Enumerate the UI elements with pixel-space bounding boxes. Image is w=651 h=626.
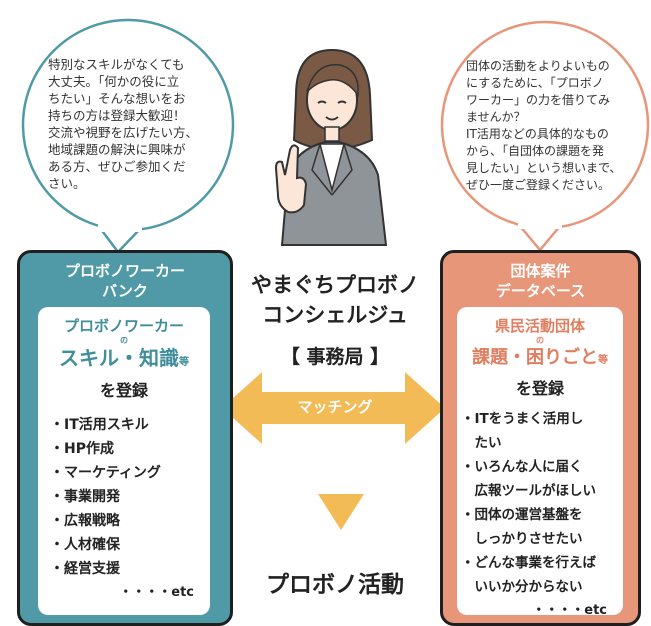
list-item: ・HP作成	[50, 441, 114, 457]
staff-illustration	[274, 48, 388, 246]
right-bubble-line: から、「自団体の課題を発	[466, 144, 605, 158]
right-bubble-line: にするために、「プロボノ	[466, 76, 604, 90]
list-item: いいか分からない	[461, 579, 583, 595]
right-panel-card: 県民活動団体 の 課題・困りごと等 を登録 ・ITをうまく活用し たい ・いろん…	[457, 307, 623, 618]
left-bubble-text: 特別なスキルがなくても 大丈夫。「何かの役に立 ちたい」そんな想いをお 持ちの方…	[48, 56, 198, 192]
list-item: ・広報戦略	[50, 513, 120, 529]
left-panel-title-line: プロボノワーカー	[64, 262, 185, 280]
left-panel-title: プロボノワーカー バンク	[20, 261, 230, 301]
left-bubble-line: さい。	[48, 176, 86, 191]
left-bubble-line: 特別なスキルがなくても	[48, 57, 185, 72]
left-bubble-line: 大丈夫。「何かの役に立	[48, 74, 180, 89]
left-big-heading: スキル・知識等	[38, 346, 210, 375]
concierge-title-line: コンシェルジュ	[262, 303, 408, 327]
right-speech-bubble	[440, 20, 650, 252]
right-panel-title: 団体案件 データベース	[443, 261, 638, 301]
left-big-text: スキル・知識	[59, 346, 179, 370]
left-bubble-line: ある方、ぜひご参加くだ	[48, 159, 186, 174]
probono-activity-label: プロボノ活動	[266, 572, 404, 598]
list-item: ・どんな事業を行えば	[461, 555, 596, 571]
right-bubble-line: 見したい」という想いまで、	[466, 161, 622, 175]
office-label: 【 事務局 】	[280, 346, 390, 368]
list-item: たい	[461, 435, 502, 451]
left-etc: ・・・・etc	[119, 585, 194, 600]
group-case-database-panel: 団体案件 データベース 県民活動団体 の 課題・困りごと等 を登録 ・ITをうま…	[440, 250, 641, 626]
left-panel-card: プロボノワーカー の スキル・知識等 を登録 ・IT活用スキル ・HP作成 ・マ…	[38, 307, 210, 615]
right-register-label: を登録	[515, 379, 564, 398]
left-connector: の	[120, 336, 128, 345]
list-item: ・経営支援	[50, 561, 120, 577]
left-register-label: を登録	[99, 381, 148, 400]
list-item: ・いろんな人に届く	[461, 459, 583, 475]
right-bubble-line: IT活用などの具体的なもの	[466, 127, 609, 141]
right-bubble-text: 団体の活動をよりよいもの にするために、「プロボノ ワーカー」の力を借りてみ ま…	[466, 58, 622, 194]
right-bubble-line: 団体の活動をよりよいもの	[466, 59, 610, 73]
list-item: しっかりさせたい	[461, 531, 583, 547]
list-item: ・人材確保	[50, 537, 120, 553]
concierge-title: やまぐちプロボノ コンシェルジュ	[235, 270, 435, 330]
right-big-heading: 課題・困りごと等	[457, 346, 623, 373]
right-big-text: 課題・困りごと	[472, 347, 598, 368]
list-item: ・団体の運営基盤を	[461, 507, 583, 523]
probono-worker-bank-panel: プロボノワーカー バンク プロボノワーカー の スキル・知識等 を登録 ・IT活…	[17, 250, 233, 626]
list-item: 広報ツールがほしい	[461, 483, 596, 499]
right-etc: ・・・・etc	[532, 603, 607, 618]
left-bubble-line: 交流や視野を広げたい方、	[48, 125, 199, 140]
left-bubble-line: 地域課題の解決に興味が	[48, 142, 186, 157]
left-bubble-line: ちたい」そんな想いをお	[48, 91, 186, 106]
list-item: ・ITをうまく活用し	[461, 411, 584, 427]
right-panel-title-line: 団体案件	[510, 262, 571, 280]
right-big-suffix: 等	[598, 355, 608, 366]
down-triangle	[318, 494, 364, 530]
list-item: ・事業開発	[50, 489, 120, 505]
right-panel-title-line: データベース	[495, 282, 586, 300]
left-speech-bubble	[21, 18, 235, 254]
left-panel-title-line: バンク	[102, 282, 148, 300]
left-big-suffix: 等	[179, 357, 189, 368]
right-bubble-line: ませんか？	[466, 110, 526, 124]
right-connector: の	[536, 336, 544, 345]
concierge-title-line: やまぐちプロボノ	[251, 273, 419, 297]
right-issue-list: ・ITをうまく活用し たい ・いろんな人に届く 広報ツールがほしい ・団体の運営…	[457, 407, 623, 599]
left-kicker: プロボノワーカー	[63, 317, 184, 335]
right-bubble-line: ワーカー」の力を借りてみ	[466, 93, 611, 107]
list-item: ・IT活用スキル	[50, 417, 149, 433]
left-bubble-line: 持ちの方は登録大歓迎！	[48, 108, 186, 123]
right-kicker: 県民活動団体	[494, 317, 585, 335]
matching-label: マッチング	[297, 398, 373, 416]
right-bubble-line: ぜひ一度ご登録ください。	[466, 178, 611, 192]
list-item: ・マーケティング	[50, 465, 161, 481]
matching-arrow	[222, 372, 445, 444]
left-skill-list: ・IT活用スキル ・HP作成 ・マーケティング ・事業開発 ・広報戦略 ・人材確…	[38, 413, 210, 581]
